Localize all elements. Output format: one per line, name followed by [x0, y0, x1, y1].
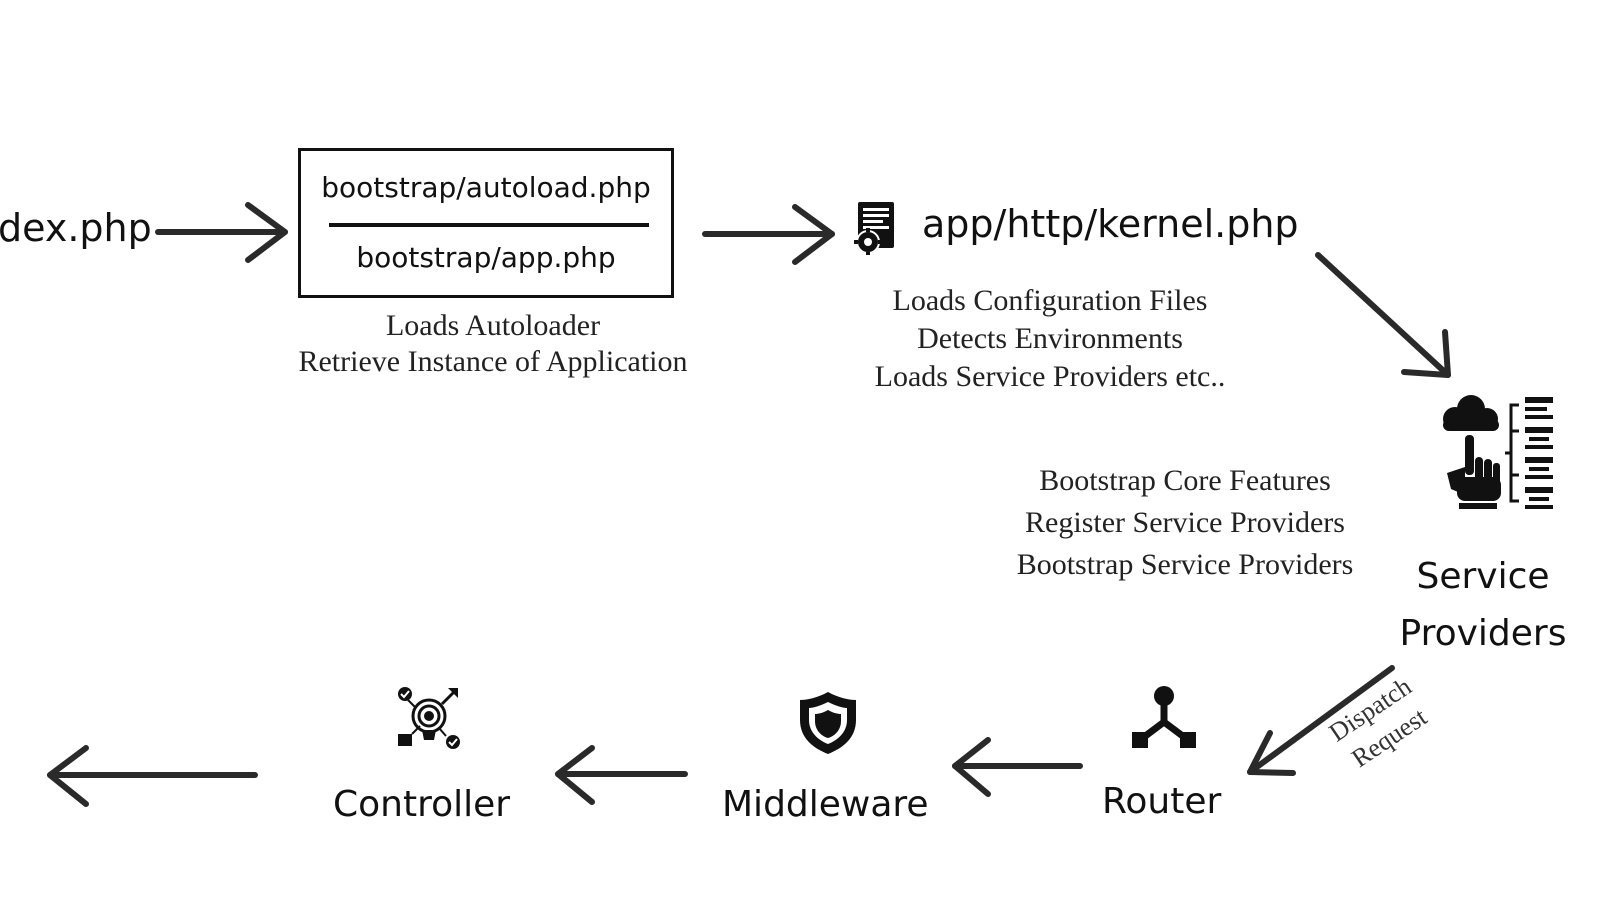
bootstrap-description: Loads Autoloader Retrieve Instance of Ap…: [258, 308, 728, 380]
node-middleware-label: Middleware: [722, 784, 929, 825]
shield-icon: [797, 690, 859, 756]
kernel-desc-line: Loads Configuration Files: [892, 284, 1208, 317]
bootstrap-desc-line: Retrieve Instance of Application: [298, 345, 688, 378]
service-providers-description: Bootstrap Core Features Register Service…: [980, 460, 1390, 586]
bootstrap-divider: [329, 223, 649, 227]
arrow-controller-out: [47, 745, 258, 807]
service-providers-label-line: Providers: [1399, 613, 1567, 654]
service-providers-desc-line: Bootstrap Core Features: [1039, 464, 1331, 497]
node-service-providers-label: Service Providers: [1388, 548, 1578, 662]
arrow-middleware-to-controller: [555, 745, 688, 805]
node-kernel-label: app/http/kernel.php: [922, 202, 1299, 246]
kernel-desc-line: Loads Service Providers etc..: [874, 360, 1226, 393]
arrow-bootstrap-to-kernel: [702, 204, 835, 265]
router-branch-icon: [1132, 686, 1196, 750]
service-providers-desc-line: Register Service Providers: [1025, 506, 1345, 539]
bootstrap-box: bootstrap/autoload.php bootstrap/app.php: [298, 148, 674, 298]
cloud-hand-hierarchy-icon: [1435, 395, 1555, 517]
node-controller-label: Controller: [333, 784, 511, 825]
service-providers-label-line: Service: [1416, 556, 1550, 597]
arrow-service-providers-to-router: [1247, 665, 1395, 776]
arrow-kernel-to-service-providers: [1315, 252, 1451, 378]
arrow-index-to-bootstrap: [155, 202, 288, 263]
server-gear-icon: [852, 200, 900, 256]
kernel-description: Loads Configuration Files Detects Enviro…: [840, 282, 1260, 396]
service-providers-desc-line: Bootstrap Service Providers: [1016, 548, 1354, 581]
node-index-label: dex.php: [0, 206, 152, 250]
bootstrap-app-label: bootstrap/app.php: [356, 241, 616, 274]
arrow-router-to-middleware: [952, 737, 1083, 797]
kernel-desc-line: Detects Environments: [917, 322, 1183, 355]
bootstrap-desc-line: Loads Autoloader: [385, 309, 601, 342]
node-router-label: Router: [1102, 781, 1222, 822]
bootstrap-autoload-label: bootstrap/autoload.php: [321, 171, 651, 204]
target-controller-icon: [396, 686, 462, 752]
